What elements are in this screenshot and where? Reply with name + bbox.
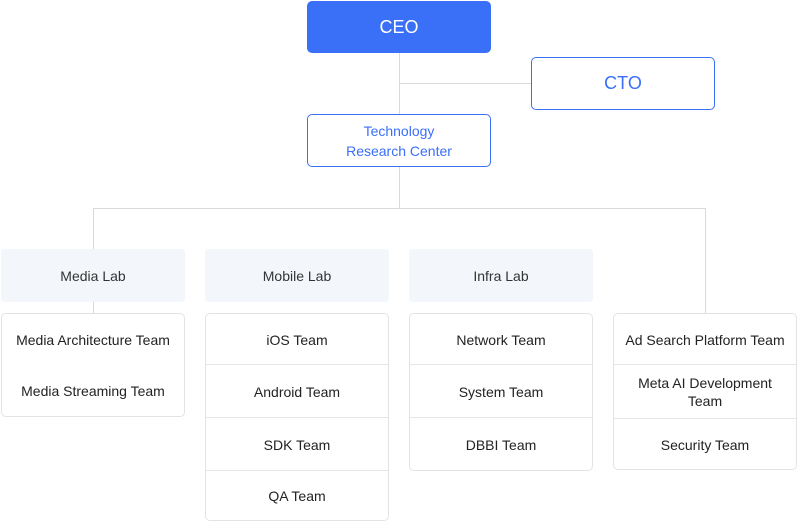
team-item[interactable]: Network Team [410,314,592,365]
cto-node[interactable]: CTO [531,57,715,110]
connector-to-cto [399,83,531,84]
infra-lab-node[interactable]: Infra Lab [409,249,593,302]
team-item[interactable]: Ad Search Platform Team [614,314,796,365]
team-label: SDK Team [263,436,331,453]
team-divider [410,364,592,365]
connector-trc-down [399,167,400,208]
team-label: System Team [458,383,544,400]
team-label: DBBI Team [465,436,537,453]
team-label: Meta AI Development Team [638,375,772,409]
team-item[interactable]: Android Team [206,365,388,418]
team-divider [206,417,388,418]
team-label: iOS Team [266,331,328,348]
team-item[interactable]: Meta AI Development Team [614,365,796,419]
connector-horizontal-bus [93,208,706,209]
team-divider [206,470,388,471]
team-divider [410,417,592,418]
infra-lab-team-list: Network Team System Team DBBI Team [409,313,593,471]
lab-label: Mobile Lab [262,267,332,284]
team-label: Media Streaming Team [21,383,165,399]
ceo-label: CEO [379,16,419,37]
mobile-lab-node[interactable]: Mobile Lab [205,249,389,302]
team-item[interactable]: SDK Team [206,418,388,471]
cto-label: CTO [604,73,642,93]
media-lab-node[interactable]: Media Lab [1,249,185,302]
team-label: Ad Search Platform Team [625,331,785,348]
team-item[interactable]: Media Architecture Team [2,314,184,365]
team-label: QA Team [268,488,326,504]
team-item[interactable]: iOS Team [206,314,388,365]
research-center-node[interactable]: Technology Research Center [307,114,491,167]
team-item[interactable]: Media Streaming Team [2,365,184,417]
team-item[interactable]: QA Team [206,471,388,521]
connector-media-teams [93,302,94,314]
connector-other-teams [705,208,706,314]
team-item[interactable]: System Team [410,365,592,418]
research-center-label-line1: Technology [363,122,435,139]
team-divider [206,364,388,365]
other-team-list: Ad Search Platform Team Meta AI Developm… [613,313,797,470]
research-center-label-line2: Research Center [346,142,452,159]
lab-label: Infra Lab [473,267,529,284]
lab-label: Media Lab [60,267,126,284]
mobile-lab-team-list: iOS Team Android Team SDK Team QA Team [205,313,389,521]
team-label: Media Architecture Team [16,331,170,348]
team-label: Security Team [660,436,750,453]
team-label: Android Team [253,383,341,400]
team-label: Network Team [456,331,546,348]
media-lab-team-list: Media Architecture Team Media Streaming … [1,313,185,417]
team-divider [614,364,796,365]
team-divider [614,418,796,419]
team-item[interactable]: DBBI Team [410,418,592,471]
connector-media-lab [93,208,94,249]
ceo-node[interactable]: CEO [307,1,491,53]
team-item[interactable]: Security Team [614,419,796,470]
